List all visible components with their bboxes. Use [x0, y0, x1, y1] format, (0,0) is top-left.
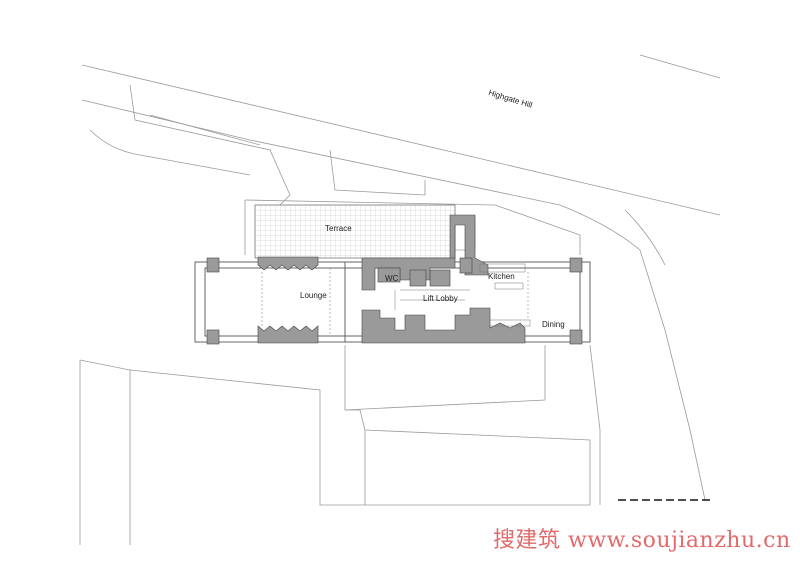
internal-lines	[261, 263, 531, 336]
stair-core-wall	[449, 214, 489, 276]
lower-block-1	[79, 359, 590, 506]
column-nw	[206, 257, 220, 273]
lower-block-5	[589, 344, 601, 505]
street-edge-lower	[81, 99, 706, 501]
watermark: 搜建筑 www.soujianzhu.cn	[493, 528, 791, 553]
lower-block-3	[344, 345, 546, 411]
lounge-south-wall	[257, 325, 319, 344]
lounge-label: Lounge	[300, 291, 327, 300]
lift-shaft-2	[429, 269, 451, 287]
street-line-top	[639, 54, 721, 79]
column-ne	[569, 257, 583, 273]
terrace-outline-top	[244, 199, 581, 255]
terrace-paving	[254, 204, 456, 259]
walls	[206, 214, 583, 345]
kitchen-wall	[459, 257, 473, 274]
kitchen-label: Kitchen	[488, 272, 515, 281]
lounge-north-wall	[257, 256, 319, 271]
site-context	[79, 54, 721, 545]
wc-core	[377, 267, 401, 283]
dining-label: Dining	[542, 320, 565, 329]
lift-lobby-label: Lift Lobby	[423, 294, 458, 303]
neighbour-building-3	[329, 149, 426, 196]
neighbour-building-1	[129, 84, 291, 206]
terrace-label: Terrace	[325, 224, 352, 233]
lift-shaft-1	[409, 269, 427, 287]
road-curb	[624, 209, 666, 266]
wc-label: WC	[385, 274, 399, 283]
neighbour-building-4	[89, 129, 251, 176]
column-sw	[206, 329, 220, 345]
neighbour-building-2	[149, 114, 261, 146]
core-south-wall	[361, 307, 526, 344]
street-edge-upper	[81, 64, 721, 216]
lower-block-4	[345, 409, 591, 505]
column-se	[569, 329, 583, 345]
